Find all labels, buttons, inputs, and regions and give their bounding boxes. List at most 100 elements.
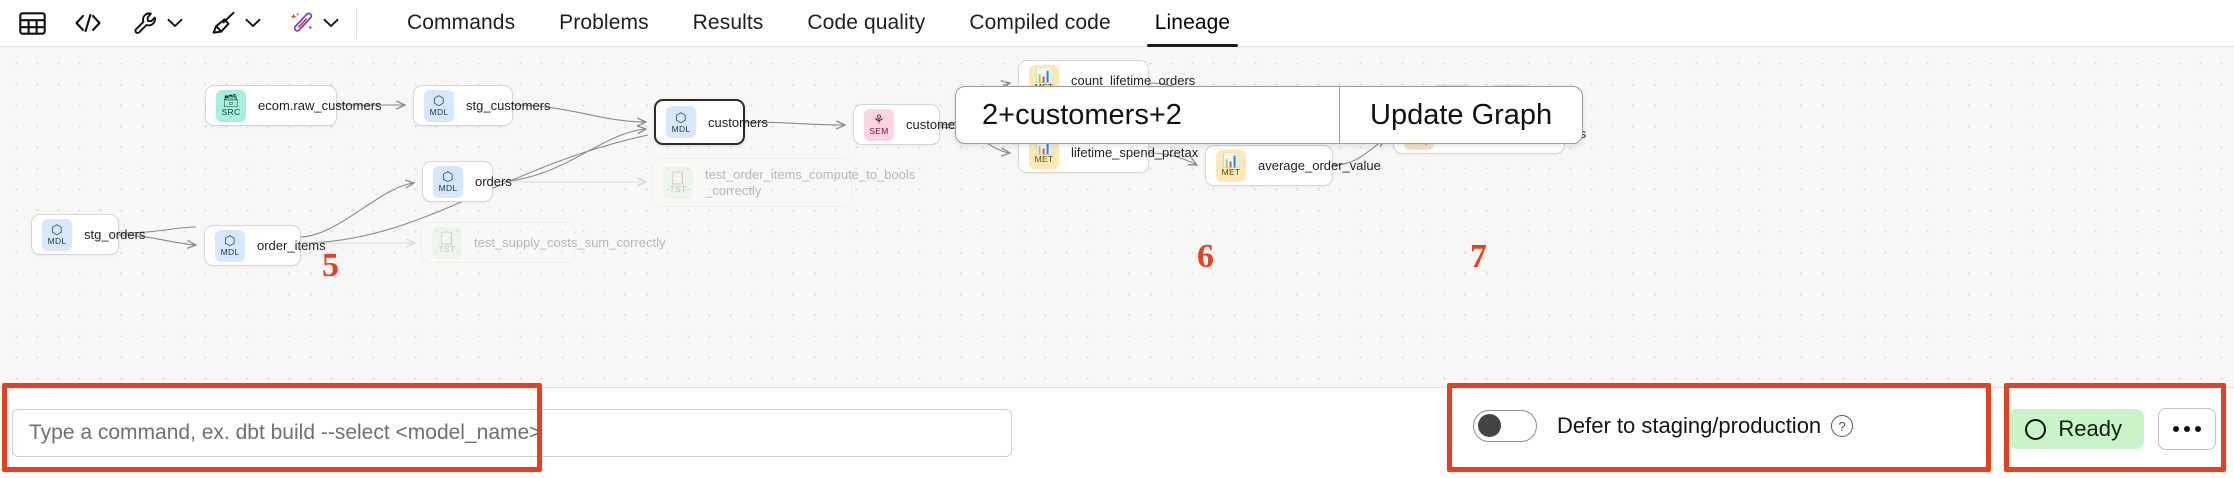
node-label: test_supply_costs_sum_correctly [474,235,666,250]
panel-tabs: Commands Problems Results Code quality C… [385,0,1252,47]
node-label: lifetime_spend_pretax [1071,145,1199,160]
tab-label: Lineage [1154,11,1231,34]
node-type-badge-tst: 📋TST [432,226,462,259]
toolbar-icon-group [0,0,375,47]
node-label: stg_orders [84,227,146,242]
tab-lineage[interactable]: Lineage [1133,0,1252,47]
node-label: count_lifetime_orders [1071,73,1196,88]
node-label: test_order_items_compute_to_bools _corre… [705,166,916,198]
node-label: customers [906,117,966,132]
status-label: Ready [2058,416,2122,441]
cube-icon: ⬡ [442,169,454,185]
node-type-badge-tst: 📋TST [663,166,693,199]
node-type-badge-mdl: ⬡MDL [424,89,454,122]
chart-bar-icon: 📊 [1035,140,1053,156]
command-input-wrap [12,409,1012,457]
lineage-node-ecom-raw-customers[interactable]: 🗃SRC ecom.raw_customers [205,85,382,126]
wrench-tool-combo[interactable] [128,5,186,41]
node-type-badge-mdl: ⬡MDL [666,106,696,138]
magic-wand-icon[interactable] [284,5,320,41]
node-label: order_items [257,238,326,253]
tab-label: Compiled code [969,11,1111,34]
table-view-icon[interactable] [14,5,50,41]
node-type-badge-mdl: ⬡MDL [215,229,245,262]
lineage-node-stg-orders[interactable]: ⬡MDL stg_orders [31,214,145,255]
defer-control-group: Defer to staging/production ? [1473,410,1854,442]
dot-icon [2184,426,2190,432]
more-options-button[interactable] [2158,408,2216,450]
tab-label: Results [692,11,764,34]
tab-label: Problems [559,11,649,34]
ai-tool-combo[interactable] [284,5,342,41]
defer-label: Defer to staging/production [1557,413,1822,438]
badge-text: MDL [671,123,691,134]
badge-text: TST [669,184,687,195]
badge-text: SRC [221,107,241,118]
lineage-node-customers[interactable]: ⬡MDL customers [654,99,768,145]
broom-icon[interactable] [206,5,242,41]
node-label: customers [708,114,768,130]
badge-text: SEM [869,126,889,137]
chart-bar-icon: 📊 [1222,153,1240,169]
toggle-knob [1478,414,1501,438]
badge-text: TST [438,244,456,255]
node-label: stg_customers [466,98,551,113]
database-icon: 🗃 [222,93,240,109]
tab-label: Commands [407,11,516,34]
graph-selector-overlay: 2+customers+2 Update Graph [955,86,1584,144]
chevron-down-icon[interactable] [164,5,186,41]
node-type-badge-mdl: ⬡MDL [433,165,463,198]
node-label: orders [475,174,512,189]
graph-selector-value: 2+customers+2 [982,98,1182,131]
update-graph-button[interactable]: Update Graph [1340,87,1582,143]
status-group: Ready [2009,408,2216,450]
node-type-badge-src: 🗃SRC [216,89,246,122]
node-label: ecom.raw_customers [258,98,382,113]
node-type-badge-mdl: ⬡MDL [42,218,72,251]
command-input[interactable] [12,409,1012,457]
lineage-node-sem-customers[interactable]: ⚘SEM customers [853,104,966,145]
lineage-node-average-order-value[interactable]: 📊MET average_order_value [1205,145,1381,186]
tab-commands[interactable]: Commands [385,0,537,47]
update-graph-label: Update Graph [1370,98,1553,131]
cube-icon: ⬡ [224,233,236,249]
lineage-canvas[interactable]: 🗃SRC ecom.raw_customers ⬡MDL stg_custome… [0,47,2234,387]
node-label: average_order_value [1258,158,1381,173]
status-circle-icon [2025,418,2047,440]
chevron-down-icon[interactable] [242,5,264,41]
tab-problems[interactable]: Problems [537,0,671,47]
tab-label: Code quality [807,11,926,34]
defer-toggle[interactable] [1473,410,1537,442]
toolbar-divider [356,8,357,38]
tab-compiled-code[interactable]: Compiled code [947,0,1132,47]
dot-icon [2173,426,2179,432]
lineage-node-order-items[interactable]: ⬡MDL order_items [204,225,326,266]
bottom-bar: Defer to staging/production ? Ready [0,387,2234,478]
lineage-node-orders[interactable]: ⬡MDL orders [422,161,512,202]
chevron-down-icon[interactable] [320,5,342,41]
badge-text: MDL [220,247,240,258]
node-type-badge-met: 📊MET [1216,149,1246,182]
cube-icon: ⬡ [51,222,63,238]
cube-icon: ⬡ [433,93,445,109]
tab-results[interactable]: Results [671,0,786,47]
code-view-icon[interactable] [70,5,106,41]
badge-text: MET [1034,154,1054,165]
help-icon[interactable]: ? [1831,415,1854,437]
clipboard-icon: 📋 [669,170,687,186]
dot-icon [2195,426,2201,432]
graph-selector-input[interactable]: 2+customers+2 [956,87,1339,143]
format-tool-combo[interactable] [206,5,264,41]
tab-code-quality[interactable]: Code quality [785,0,947,47]
lineage-node-test-order-items[interactable]: 📋TST test_order_items_compute_to_bools _… [652,158,915,207]
top-toolbar: Commands Problems Results Code quality C… [0,0,2234,47]
clipboard-icon: 📋 [438,230,456,246]
node-type-badge-sem: ⚘SEM [864,108,894,141]
status-badge[interactable]: Ready [2009,409,2144,449]
wrench-icon[interactable] [128,5,164,41]
badge-text: MDL [429,107,449,118]
semantic-icon: ⚘ [873,112,885,128]
lineage-node-stg-customers[interactable]: ⬡MDL stg_customers [413,85,551,126]
lineage-node-test-supply-costs[interactable]: 📋TST test_supply_costs_sum_correctly [421,222,665,263]
